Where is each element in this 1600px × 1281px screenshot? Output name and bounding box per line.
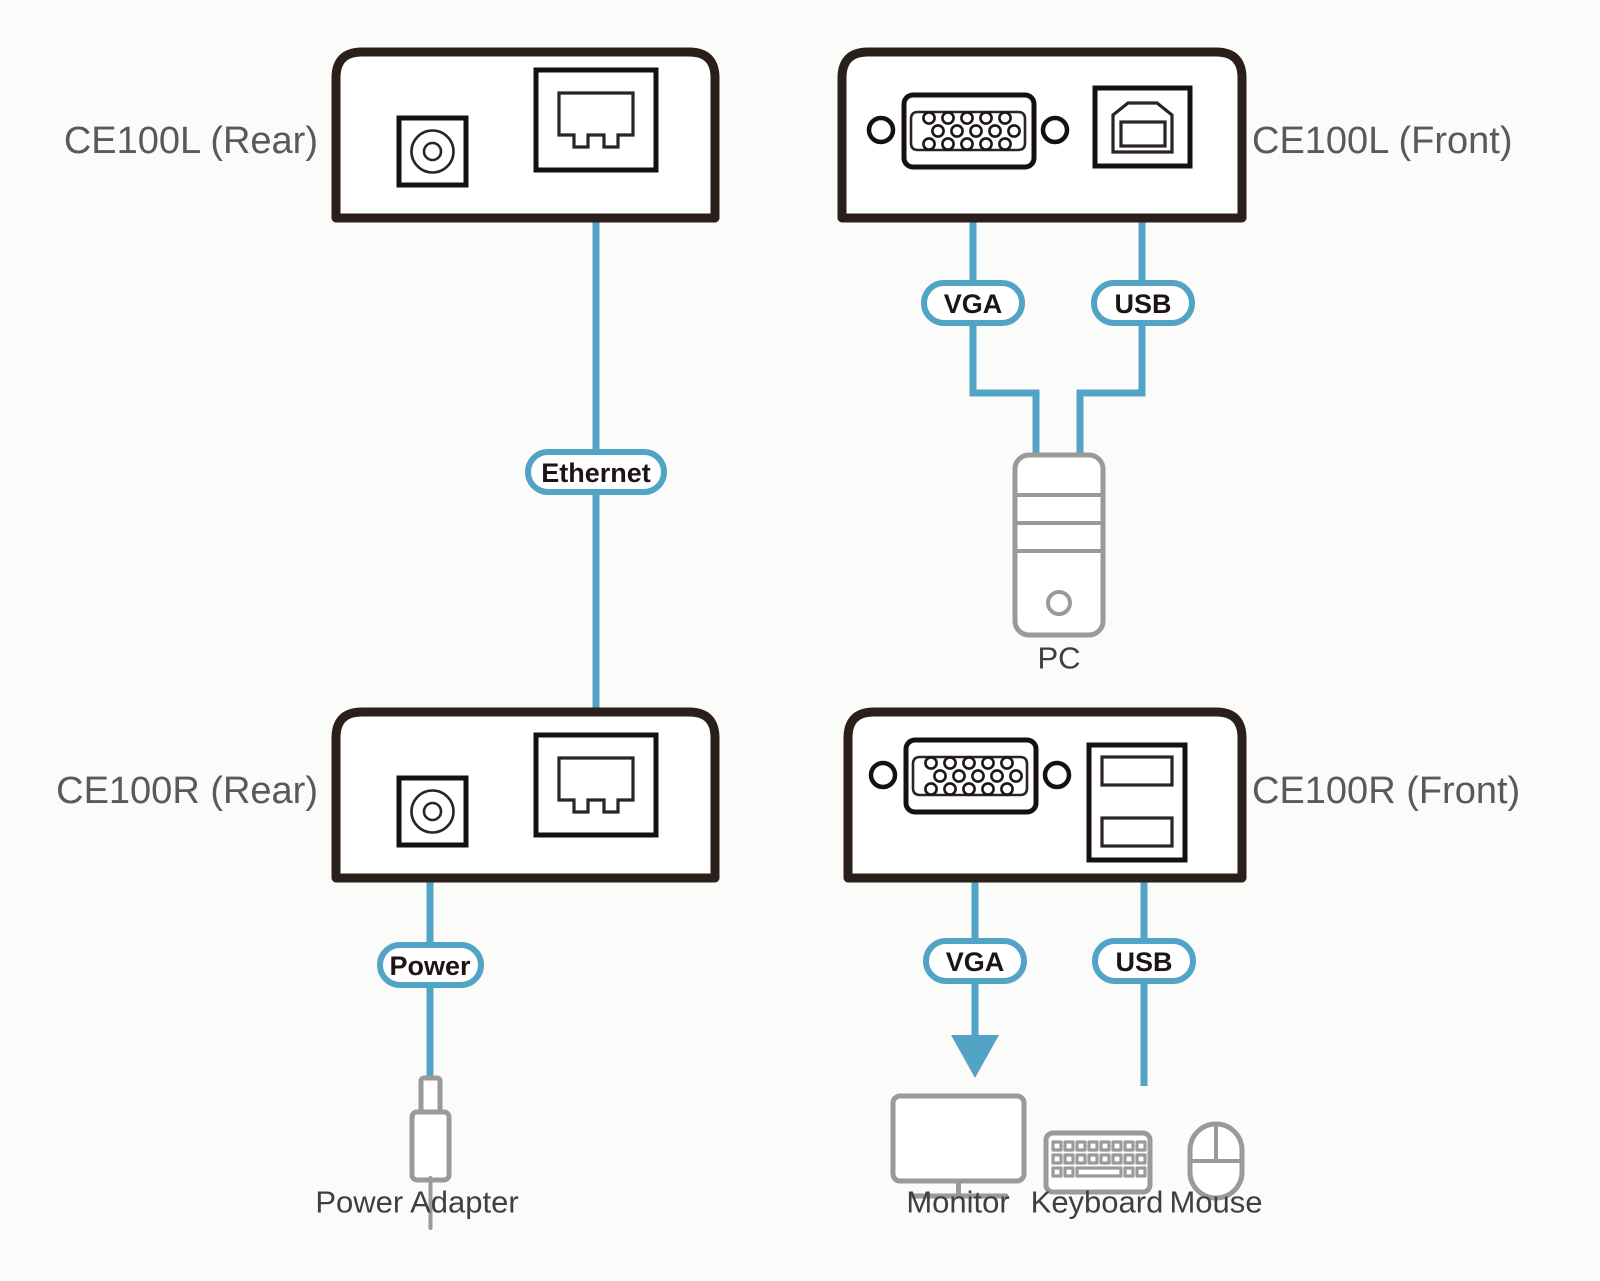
- cable-label-usb-bottom: USB: [1092, 938, 1196, 984]
- vga-bottom-label-text: VGA: [946, 947, 1005, 977]
- cable-label-usb-top: USB: [1091, 280, 1195, 326]
- port-power-jack-ce100l-rear[interactable]: [396, 115, 469, 188]
- label-ce100l-front: CE100L (Front): [1252, 120, 1512, 162]
- keyboard-label: Keyboard: [1031, 1185, 1164, 1220]
- label-ce100r-rear: CE100R (Rear): [56, 770, 318, 812]
- port-vga-ce100l-front[interactable]: [866, 92, 1070, 170]
- port-rj45-ce100l-rear[interactable]: [533, 67, 659, 173]
- mouse-label: Mouse: [1169, 1185, 1262, 1220]
- cable-label-power: Power: [377, 942, 484, 988]
- peripheral-monitor: [890, 1093, 1027, 1199]
- cable-label-vga-bottom: VGA: [923, 938, 1027, 984]
- power-adapter-label: Power Adapter: [315, 1185, 518, 1220]
- peripheral-mouse: [1187, 1121, 1245, 1201]
- port-usb-a-stack-ce100r-front[interactable]: [1086, 742, 1188, 863]
- peripheral-power-adapter: [409, 1075, 452, 1230]
- label-ce100l-rear: CE100L (Rear): [64, 120, 318, 162]
- pc-label: PC: [1037, 641, 1080, 676]
- power-label-text: Power: [389, 951, 471, 981]
- port-usb-b-ce100l-front[interactable]: [1092, 85, 1193, 169]
- device-ce100l-front[interactable]: [837, 47, 1247, 223]
- port-power-jack-ce100r-rear[interactable]: [396, 775, 469, 848]
- cable-label-vga-top: VGA: [921, 280, 1025, 326]
- device-ce100l-rear[interactable]: [331, 47, 720, 223]
- cable-label-ethernet: Ethernet: [525, 449, 667, 495]
- device-ce100r-front[interactable]: [843, 707, 1247, 883]
- ethernet-label-text: Ethernet: [541, 458, 651, 488]
- vga-top-label-text: VGA: [944, 289, 1003, 319]
- usb-top-label-text: USB: [1114, 289, 1171, 319]
- port-rj45-ce100r-rear[interactable]: [533, 732, 659, 838]
- label-ce100r-front: CE100R (Front): [1252, 770, 1520, 812]
- peripheral-pc: [1012, 452, 1106, 638]
- peripheral-keyboard: [1043, 1130, 1153, 1195]
- cable-usb-top: [1076, 160, 1146, 455]
- monitor-label: Monitor: [906, 1185, 1009, 1220]
- usb-bottom-label-text: USB: [1115, 947, 1172, 977]
- device-ce100r-rear[interactable]: [331, 707, 720, 883]
- port-vga-ce100r-front[interactable]: [868, 737, 1072, 815]
